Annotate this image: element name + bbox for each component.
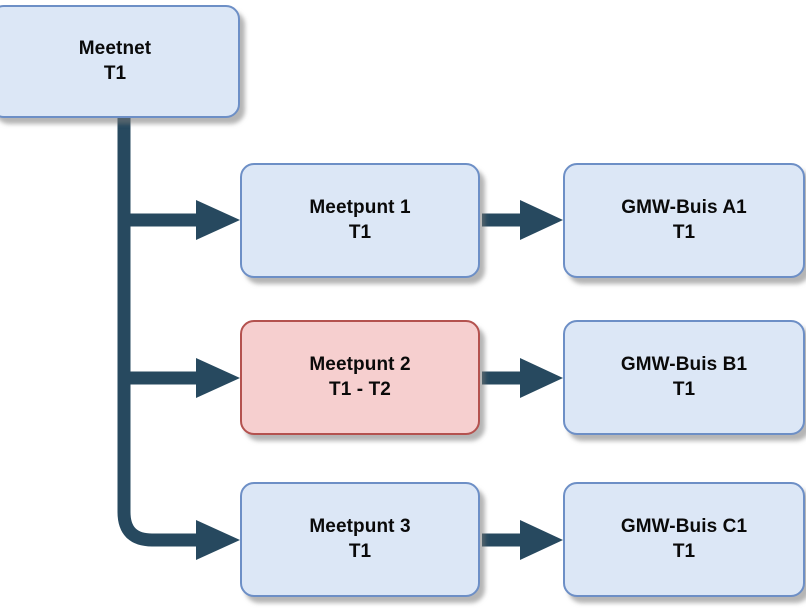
arrowhead-meetpunt-2 [196,358,240,398]
arrowhead-gmw-buis-b1 [520,358,563,398]
node-gmw-buis-a1[interactable]: GMW-Buis A1 T1 [563,163,805,278]
node-meetpunt-2-subtitle: T1 - T2 [329,378,391,400]
node-meetnet-title: Meetnet [78,37,152,59]
node-gmw-buis-b1-subtitle: T1 [672,378,696,400]
node-meetpunt-3-title: Meetpunt 3 [309,515,411,537]
node-meetnet[interactable]: Meetnet T1 [0,5,240,118]
node-gmw-buis-a1-subtitle: T1 [672,221,696,243]
arrowhead-meetpunt-3 [196,520,240,560]
arrowhead-meetpunt-1 [196,200,240,240]
node-gmw-buis-b1-title: GMW-Buis B1 [620,353,748,375]
node-gmw-buis-c1[interactable]: GMW-Buis C1 T1 [563,482,805,597]
node-meetpunt-1[interactable]: Meetpunt 1 T1 [240,163,480,278]
node-meetpunt-3-subtitle: T1 [348,540,372,562]
arrowhead-gmw-buis-c1 [520,520,563,560]
node-gmw-buis-c1-subtitle: T1 [672,540,696,562]
connector-trunk-meetnet [117,112,196,547]
node-gmw-buis-b1[interactable]: GMW-Buis B1 T1 [563,320,805,435]
node-gmw-buis-a1-title: GMW-Buis A1 [621,196,747,218]
node-meetpunt-1-subtitle: T1 [348,221,372,243]
node-meetpunt-2-title: Meetpunt 2 [309,353,411,375]
node-meetpunt-2[interactable]: Meetpunt 2 T1 - T2 [240,320,480,435]
node-meetpunt-1-title: Meetpunt 1 [309,196,411,218]
node-meetnet-subtitle: T1 [103,62,127,84]
node-gmw-buis-c1-title: GMW-Buis C1 [620,515,748,537]
arrowhead-gmw-buis-a1 [520,200,563,240]
node-meetpunt-3[interactable]: Meetpunt 3 T1 [240,482,480,597]
